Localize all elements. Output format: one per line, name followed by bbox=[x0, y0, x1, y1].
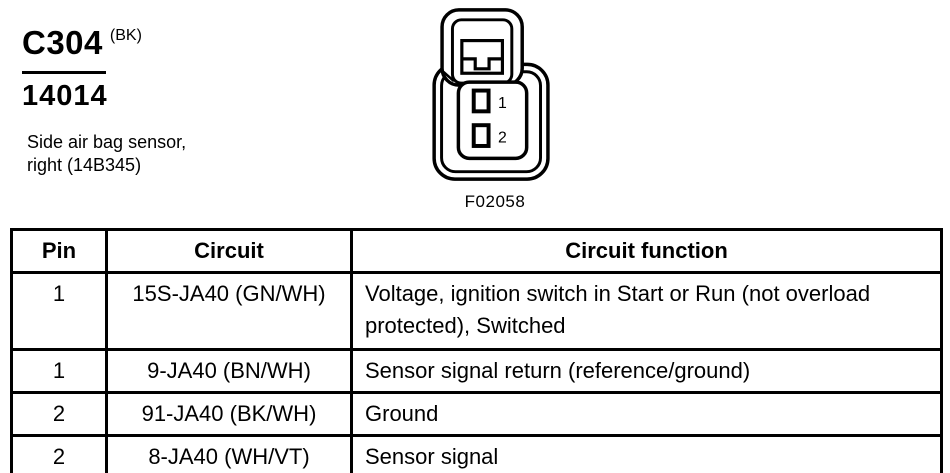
circuit-number: 14014 bbox=[22, 80, 108, 112]
pin-value: 2 bbox=[10, 391, 108, 437]
pin-slot-2 bbox=[471, 123, 491, 148]
connector-latch-keyway bbox=[460, 39, 505, 75]
circuit-value: 15S-JA40 (GN/WH) bbox=[105, 271, 353, 351]
pin-value: 1 bbox=[10, 348, 108, 394]
connector-color-code: (BK) bbox=[109, 27, 142, 44]
table-row: 1 9-JA40 (BN/WH) Sensor signal return (r… bbox=[10, 348, 943, 394]
pin-1-label: 1 bbox=[498, 95, 507, 112]
pin-2-label: 2 bbox=[498, 130, 507, 147]
table-row: 1 15S-JA40 (GN/WH) Voltage, ignition swi… bbox=[10, 271, 943, 351]
circuit-function-value: Voltage, ignition switch in Start or Run… bbox=[350, 271, 943, 351]
title-underline bbox=[22, 71, 106, 74]
circuit-function-value: Sensor signal bbox=[350, 434, 943, 473]
connector-pin-area bbox=[456, 80, 529, 161]
connector-id: C304 (BK) bbox=[22, 26, 142, 59]
connector-description: Side air bag sensor, right (14B345) bbox=[27, 131, 186, 177]
circuit-function-value: Ground bbox=[350, 391, 943, 437]
figure-label: F02058 bbox=[464, 192, 526, 211]
circuit-function-value: Sensor signal return (reference/ground) bbox=[350, 348, 943, 394]
circuit-value: 8-JA40 (WH/VT) bbox=[105, 434, 353, 473]
circuit-value: 9-JA40 (BN/WH) bbox=[105, 348, 353, 394]
connector-id-text: C304 bbox=[22, 24, 103, 61]
pin-value: 1 bbox=[10, 271, 108, 351]
header-circuit-function: Circuit function bbox=[350, 228, 943, 274]
pinout-table: Pin Circuit Circuit function 1 15S-JA40 … bbox=[10, 228, 943, 473]
connector-seam-line bbox=[439, 68, 455, 83]
header-circuit: Circuit bbox=[105, 228, 353, 274]
circuit-value: 91-JA40 (BK/WH) bbox=[105, 391, 353, 437]
connector-diagram: 1 2 bbox=[432, 8, 550, 181]
description-line-2: right (14B345) bbox=[27, 155, 142, 175]
table-row: 2 91-JA40 (BK/WH) Ground bbox=[10, 391, 943, 437]
pin-value: 2 bbox=[10, 434, 108, 473]
header-pin: Pin bbox=[10, 228, 108, 274]
table-row: 2 8-JA40 (WH/VT) Sensor signal bbox=[10, 434, 943, 473]
table-header-row: Pin Circuit Circuit function bbox=[10, 228, 943, 274]
connector-latch-notch bbox=[461, 57, 503, 71]
pin-slot-1 bbox=[471, 88, 491, 114]
description-line-1: Side air bag sensor, bbox=[27, 132, 187, 152]
